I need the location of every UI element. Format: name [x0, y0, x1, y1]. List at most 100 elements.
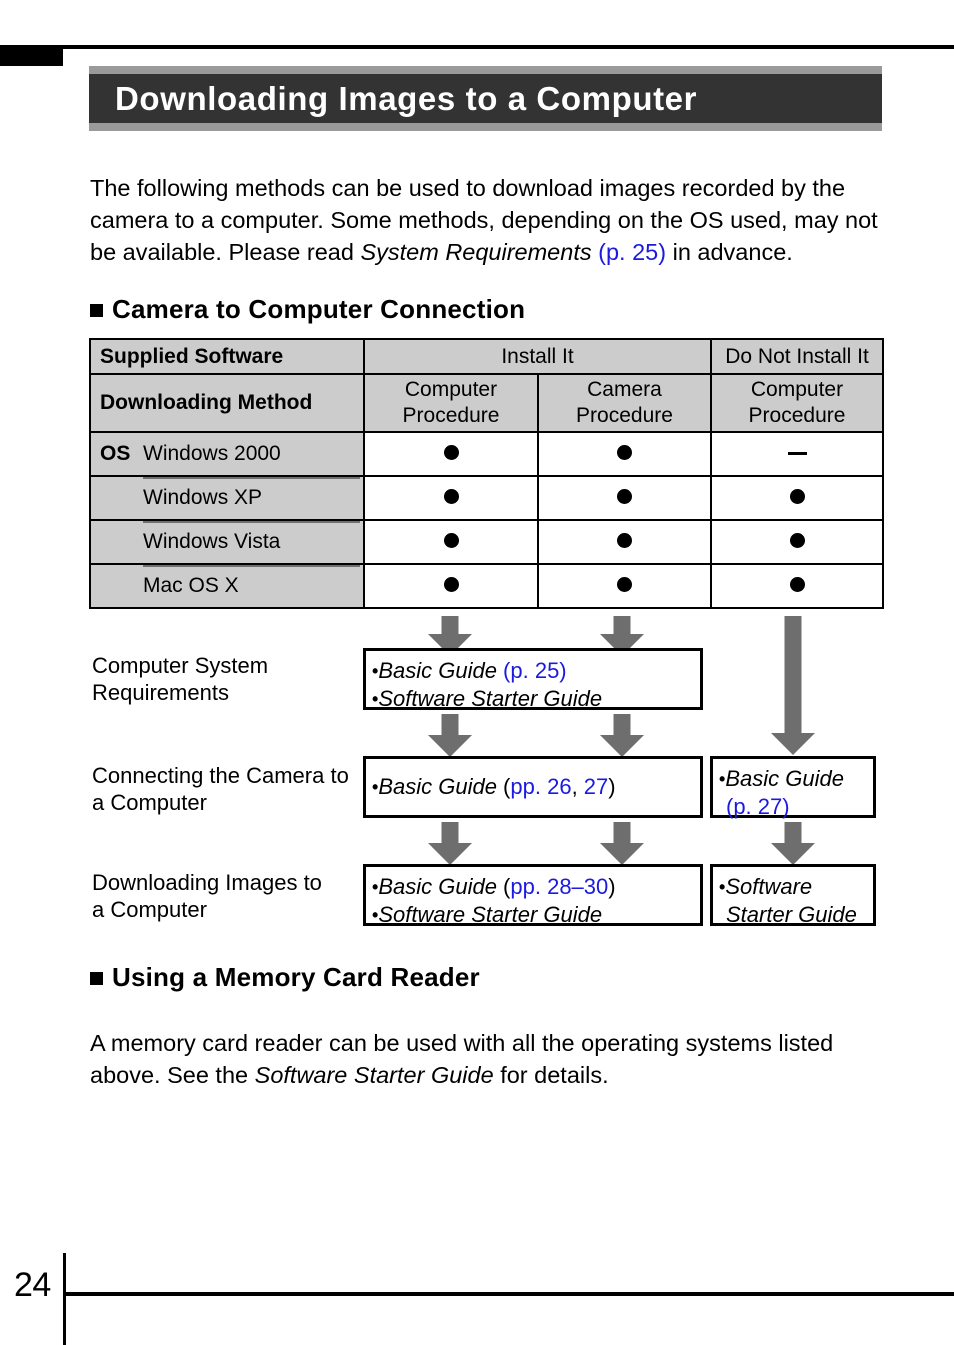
guide-name: Software Starter Guide [378, 902, 603, 927]
guide-name: Software [725, 874, 813, 899]
mark-install-camera [537, 475, 712, 521]
os-name: Windows Vista [143, 530, 281, 553]
flow-box-requirements-center: •Basic Guide (p. 25) •Software Starter G… [363, 648, 703, 713]
mark-noinstall-computer [710, 519, 884, 565]
card-reader-italic-reference: Software Starter Guide [254, 1061, 494, 1088]
flow-arrow-down-row2-to-row3-col3 [771, 822, 815, 865]
filled-circle-icon [443, 577, 459, 592]
header-supplied-software: Supplied Software [89, 338, 365, 375]
paren-close: ) [608, 774, 616, 799]
table-row: OS Windows 2000 [89, 431, 884, 477]
flow-box-connecting-right: •Basic Guide (p. 27) [710, 756, 876, 821]
mark-install-computer [363, 563, 539, 609]
section-heading-card-reader-label: Using a Memory Card Reader [112, 962, 480, 992]
filled-circle-icon [443, 445, 459, 460]
page-link-a[interactable]: pp. 26 [510, 774, 572, 799]
flow-label-connecting-camera: Connecting the Camera to a Computer [92, 763, 349, 815]
filled-circle-icon [443, 489, 459, 504]
chapter-tab-marker [0, 47, 63, 66]
intro-italic-reference: System Requirements [360, 238, 592, 265]
os-row-separator [143, 521, 360, 523]
guide-name: Basic Guide [378, 874, 497, 899]
page-number: 24 [14, 1266, 51, 1304]
bullet-icon: • [719, 877, 726, 897]
page-link[interactable]: (p. 27) [726, 794, 790, 819]
flow-arrow-down-row2-to-row3-col1 [428, 822, 472, 865]
bullet-icon: • [372, 777, 379, 797]
flow-label-computer-system-requirements: Computer System Requirements [92, 653, 269, 705]
os-name: Mac OS X [143, 574, 239, 597]
page-link-b[interactable]: 27 [583, 774, 609, 799]
flow-box-line: •Software Starter Guide [372, 901, 696, 929]
flow-arrow-down-col3-long [771, 616, 815, 756]
mark-noinstall-computer [710, 431, 884, 477]
paren-open: ( [496, 874, 511, 899]
guide-name: Basic Guide [725, 766, 844, 791]
footer-vertical-rule [63, 1253, 66, 1345]
banner-bottom-bar [89, 123, 882, 131]
table-row: Windows Vista [89, 519, 884, 565]
filled-circle-icon [617, 445, 632, 460]
page-title-banner: Downloading Images to a Computer [89, 66, 882, 131]
intro-page-link[interactable]: (p. 25) [591, 238, 667, 265]
mark-install-computer [363, 431, 539, 477]
bullet-icon: • [719, 769, 726, 789]
mark-install-computer [363, 475, 539, 521]
flow-arrow-down-row1-to-row2-col2 [600, 714, 644, 757]
intro-text-2: in advance. [666, 238, 793, 265]
paren-open: ( [496, 774, 511, 799]
bullet-icon: • [372, 689, 379, 709]
page-title: Downloading Images to a Computer [115, 79, 698, 117]
flow-arrow-down-row1-to-row2-col1 [428, 714, 472, 757]
banner-top-bar [89, 66, 882, 74]
flow-box-line: (p. 27) [719, 793, 869, 821]
paren-close: ) [608, 874, 616, 899]
flow-box-line: •Basic Guide (pp. 28–30) [372, 873, 696, 901]
filled-circle-icon [443, 533, 459, 548]
page-link[interactable]: pp. 28–30 [510, 874, 609, 899]
intro-paragraph: The following methods can be used to dow… [90, 172, 890, 268]
flow-box-downloading-center: •Basic Guide (pp. 28–30) •Software Start… [363, 864, 703, 929]
card-reader-text-1: A memory card reader can be used with al… [90, 1029, 834, 1088]
mark-noinstall-computer [710, 563, 884, 609]
section-heading-camera-connection: Camera to Computer Connection [90, 294, 525, 325]
flow-box-downloading-right: •Software Starter Guide [710, 864, 876, 929]
bullet-icon: • [372, 661, 379, 681]
flow-arrow-down-row2-to-row3-col2 [600, 822, 644, 865]
flow-box-line: •Software Starter Guide [372, 685, 696, 713]
banner-body: Downloading Images to a Computer [89, 74, 882, 123]
page-link[interactable]: (p. 25) [496, 658, 567, 683]
mark-install-camera [537, 563, 712, 609]
os-group-label: OS [100, 442, 131, 465]
bullet-icon: • [372, 877, 379, 897]
guide-name: Basic Guide [378, 774, 497, 799]
table-row: Mac OS X [89, 563, 884, 609]
filled-circle-icon [789, 533, 805, 548]
page-link-separator: , [571, 774, 584, 799]
table-header-row-1: Supplied Software Install It Do Not Inst… [89, 338, 884, 375]
header-computer-procedure-install: Computer Procedure [363, 373, 539, 433]
os-name: Windows XP [143, 486, 263, 509]
flow-box-line: •Software [719, 873, 869, 901]
flow-box-line: Starter Guide [719, 901, 869, 929]
header-computer-procedure-noinstall: Computer Procedure [710, 373, 884, 433]
mark-install-camera [537, 431, 712, 477]
os-row-separator [143, 477, 360, 479]
guide-name: Basic Guide [378, 658, 497, 683]
os-cell-mac-os-x: Mac OS X [89, 563, 365, 609]
page-top-rule [0, 45, 954, 49]
bullet-icon: • [372, 905, 379, 925]
guide-name-cont: Starter Guide [726, 902, 857, 927]
intro-text-1: The following methods can be used to dow… [90, 174, 878, 265]
square-bullet-icon [90, 972, 103, 985]
dash-icon [787, 452, 807, 455]
square-bullet-icon [90, 304, 103, 317]
os-row-separator [143, 565, 360, 567]
footer-horizontal-rule [63, 1292, 954, 1296]
section-heading-card-reader: Using a Memory Card Reader [90, 962, 480, 993]
mark-noinstall-computer [710, 475, 884, 521]
table-row: Windows XP [89, 475, 884, 521]
flow-box-line: •Basic Guide (pp. 26, 27) [372, 773, 616, 801]
os-name: Windows 2000 [143, 442, 281, 465]
filled-circle-icon [617, 489, 632, 504]
